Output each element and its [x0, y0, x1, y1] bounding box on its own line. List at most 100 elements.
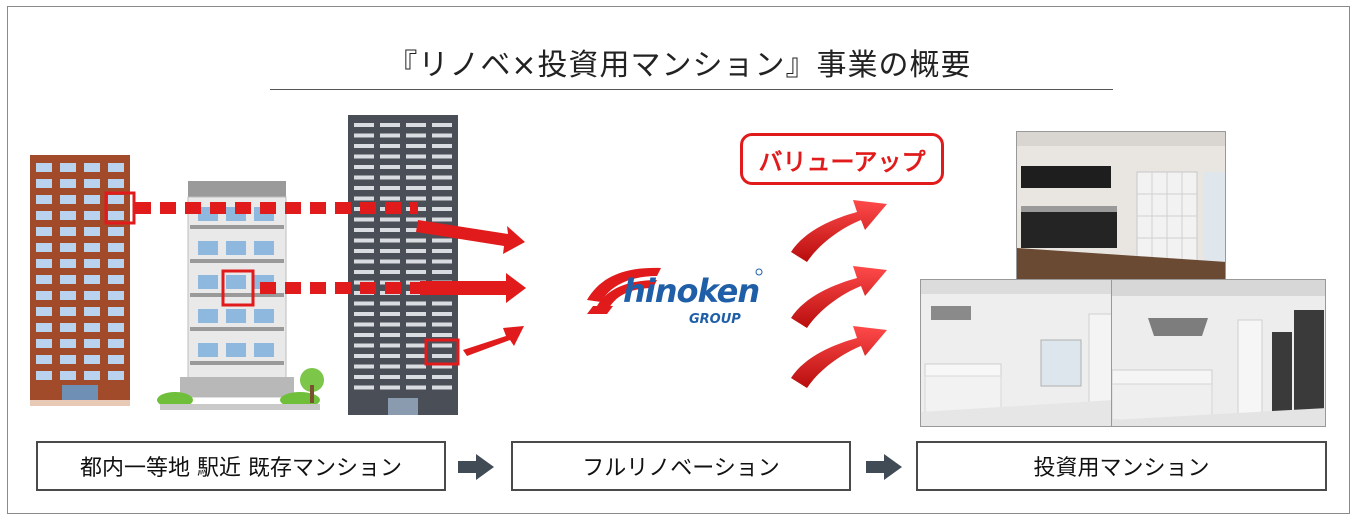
building-window [354, 270, 374, 274]
building-window [60, 371, 76, 380]
building-window [354, 385, 374, 390]
outer-frame [7, 6, 1350, 514]
building-window [226, 241, 246, 255]
building-window [84, 323, 100, 332]
building-window [84, 291, 100, 300]
building-window [60, 355, 76, 364]
building-window [406, 312, 426, 316]
building-window [432, 259, 452, 264]
building-window [432, 165, 452, 169]
building-window [354, 175, 374, 180]
building-window [108, 355, 124, 364]
building-window [84, 243, 100, 252]
building-window [84, 371, 100, 380]
building-window [60, 323, 76, 332]
building-window [354, 301, 374, 306]
building-window [36, 163, 52, 172]
building-window [84, 195, 100, 204]
building-window [84, 227, 100, 236]
dark-tall-tower-building [348, 115, 458, 415]
building-window [406, 301, 426, 306]
building-window [354, 154, 374, 159]
white-mansion-building [157, 181, 324, 410]
building-window [354, 165, 374, 169]
building-window [380, 228, 400, 232]
building-window [406, 228, 426, 232]
building-window [354, 333, 374, 337]
building-window [108, 179, 124, 188]
building-window [198, 343, 218, 357]
building-window [354, 196, 374, 201]
building-window [354, 238, 374, 243]
building-window [354, 144, 374, 148]
building-window [36, 227, 52, 236]
building-window [36, 179, 52, 188]
building-window [406, 343, 426, 348]
building-window [226, 275, 246, 289]
building-window [380, 364, 400, 369]
curved-arrow-icon [791, 326, 887, 388]
building-window [380, 301, 400, 306]
building-window [380, 123, 400, 127]
building-window [60, 243, 76, 252]
building-window [354, 354, 374, 358]
building-window [226, 309, 246, 323]
building-window [190, 293, 284, 297]
building-window [84, 211, 100, 220]
building-window [354, 322, 374, 327]
building-window [36, 259, 52, 268]
building-window [380, 354, 400, 358]
building-window [406, 385, 426, 390]
building-window [432, 133, 452, 138]
building-window [432, 322, 452, 327]
building-window [380, 312, 400, 316]
building-window [432, 385, 452, 390]
building-window [406, 270, 426, 274]
building-window [406, 175, 426, 180]
logo-sub-text: GROUP [689, 312, 741, 327]
building-window [380, 322, 400, 327]
building-window [254, 309, 274, 323]
building-window [60, 163, 76, 172]
building-window [108, 275, 124, 284]
building-window [60, 179, 76, 188]
room-photo-kitchen-2 [1111, 279, 1326, 427]
building-window [354, 228, 374, 232]
building-window [84, 355, 100, 364]
logo-main-text: hinoken [623, 272, 760, 310]
building-window [406, 354, 426, 358]
building-window [198, 309, 218, 323]
building-window [380, 154, 400, 159]
building-window [108, 259, 124, 268]
building-window [108, 195, 124, 204]
building-window [380, 186, 400, 190]
building-window [354, 133, 374, 138]
building-window [60, 227, 76, 236]
building-window [36, 211, 52, 220]
building-window [198, 241, 218, 255]
building-window [432, 175, 452, 180]
building-window [108, 339, 124, 348]
building-window [406, 186, 426, 190]
building-window [432, 196, 452, 201]
building-window [226, 343, 246, 357]
building-window [60, 291, 76, 300]
building-window [380, 333, 400, 337]
logo-swoosh-icon [587, 267, 763, 314]
building-window [406, 249, 426, 253]
building-window [380, 259, 400, 264]
value-up-arrows [791, 200, 887, 388]
room-photo-living [920, 279, 1112, 427]
building-window [36, 243, 52, 252]
building-window [432, 301, 452, 306]
building-window [354, 375, 374, 379]
building-window [406, 238, 426, 243]
building-window [432, 144, 452, 148]
building-window [254, 241, 274, 255]
building-window [380, 196, 400, 201]
building-window [60, 211, 76, 220]
building-window [406, 165, 426, 169]
building-window [108, 163, 124, 172]
step-existing-mansion: 都内一等地 駅近 既存マンション [36, 441, 446, 491]
building-window [432, 154, 452, 159]
